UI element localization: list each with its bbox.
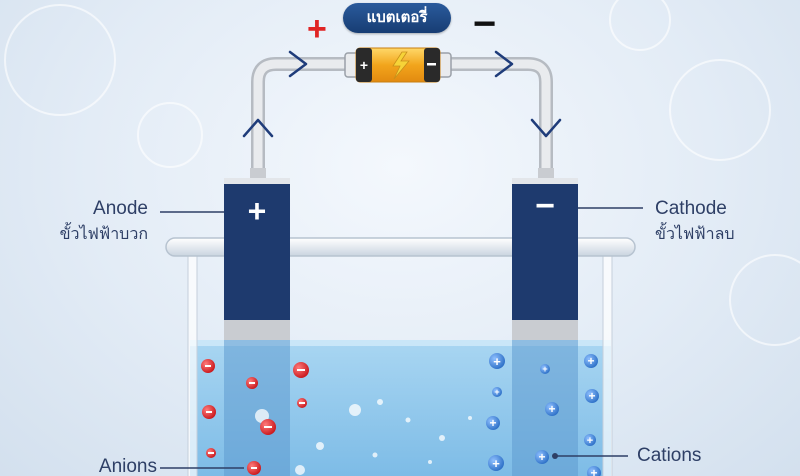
anion (201, 359, 215, 373)
liquid-surface (190, 340, 611, 346)
svg-text:+: + (587, 435, 593, 447)
svg-text:+: + (538, 450, 545, 464)
cation: + (492, 387, 502, 397)
cathode-sign: − (535, 187, 555, 225)
anion (206, 448, 216, 458)
cathode-sublabel: ขั้วไฟฟ้าลบ (655, 226, 735, 243)
svg-text:+: + (548, 402, 555, 416)
anions-label: Anions (98, 456, 157, 476)
cation: + (488, 455, 504, 471)
background-bubbles (4, 0, 800, 346)
svg-text:+: + (492, 456, 500, 471)
anion (247, 461, 261, 475)
svg-text:+: + (493, 354, 501, 369)
svg-text:+: + (360, 57, 368, 73)
cation: + (587, 466, 601, 476)
cation: + (489, 353, 505, 369)
cation: + (584, 434, 596, 447)
cations: + + + + + + + + + + + (486, 353, 601, 476)
battery-icon: + (344, 47, 452, 83)
wire (251, 57, 553, 179)
cation: + (584, 354, 598, 368)
svg-text:+: + (494, 387, 499, 397)
cation: + (486, 416, 500, 430)
anode-electrode (224, 168, 290, 476)
leader-lines (160, 207, 643, 469)
svg-text:+: + (588, 389, 595, 403)
electron-flow-arrows (242, 50, 562, 138)
anions (201, 359, 309, 475)
cation: + (545, 402, 559, 416)
battery-label: แบตเตอรี่ (343, 3, 451, 33)
svg-text:+: + (590, 466, 597, 476)
cathode-label: Cathode (655, 198, 727, 219)
anion (293, 362, 309, 378)
anion (260, 419, 276, 435)
svg-text:+: + (587, 354, 594, 368)
negative-terminal-sign: − (473, 2, 497, 46)
cation: + (585, 389, 599, 403)
anion (246, 377, 258, 389)
anode-sublabel: ขั้วไฟฟ้าบวก (59, 226, 148, 243)
anode-label: Anode (93, 198, 148, 219)
cation: + (540, 364, 550, 374)
cation: + (535, 450, 549, 464)
anion (202, 405, 216, 419)
cations-label: Cations (637, 445, 702, 466)
anode-sign: + (247, 193, 267, 229)
positive-terminal-sign: + (307, 10, 327, 48)
anion (297, 398, 307, 408)
svg-text:+: + (489, 416, 496, 430)
leader-dot (552, 453, 558, 459)
svg-text:+: + (542, 364, 547, 374)
